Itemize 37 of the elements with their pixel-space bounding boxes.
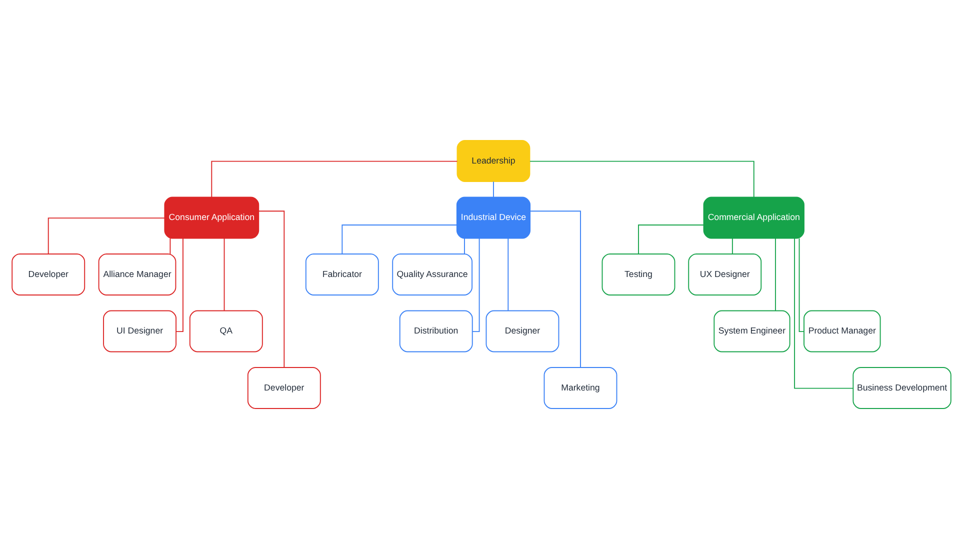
node-box: Commercial Application bbox=[703, 196, 804, 239]
node-box: Designer bbox=[486, 310, 560, 352]
connector bbox=[224, 238, 225, 312]
node-box: Industrial Device bbox=[456, 196, 531, 239]
node-box: Consumer Application bbox=[164, 196, 260, 239]
node-box: UI Designer bbox=[103, 310, 176, 352]
node-box: Testing bbox=[602, 254, 676, 296]
connector bbox=[508, 238, 509, 312]
connector bbox=[342, 224, 458, 254]
node-box: Business Development bbox=[852, 367, 952, 409]
node-box: Leadership bbox=[456, 140, 530, 182]
node-box: System Engineer bbox=[714, 310, 790, 352]
connector bbox=[775, 238, 776, 312]
node-box: Fabricator bbox=[305, 254, 379, 296]
node-box: Alliance Manager bbox=[98, 254, 176, 296]
connector bbox=[798, 238, 804, 332]
node-box: Distribution bbox=[399, 310, 473, 352]
connector bbox=[170, 238, 171, 254]
node-box: Marketing bbox=[544, 367, 618, 409]
connector bbox=[176, 238, 184, 332]
connector bbox=[529, 160, 754, 198]
connector bbox=[211, 160, 458, 198]
node-box: Developer bbox=[247, 367, 321, 409]
node-box: Quality Assurance bbox=[392, 254, 473, 296]
node-box: Developer bbox=[12, 254, 86, 296]
connector bbox=[258, 210, 285, 368]
node-box: Product Manager bbox=[804, 310, 881, 352]
connector bbox=[472, 238, 480, 332]
node-box: QA bbox=[189, 310, 263, 352]
connector bbox=[48, 218, 166, 254]
connector bbox=[464, 238, 465, 254]
connector bbox=[732, 238, 733, 254]
connector bbox=[493, 181, 494, 198]
connector bbox=[530, 210, 581, 368]
node-box: UX Designer bbox=[688, 254, 762, 296]
connector bbox=[794, 238, 854, 389]
connector bbox=[638, 224, 704, 254]
